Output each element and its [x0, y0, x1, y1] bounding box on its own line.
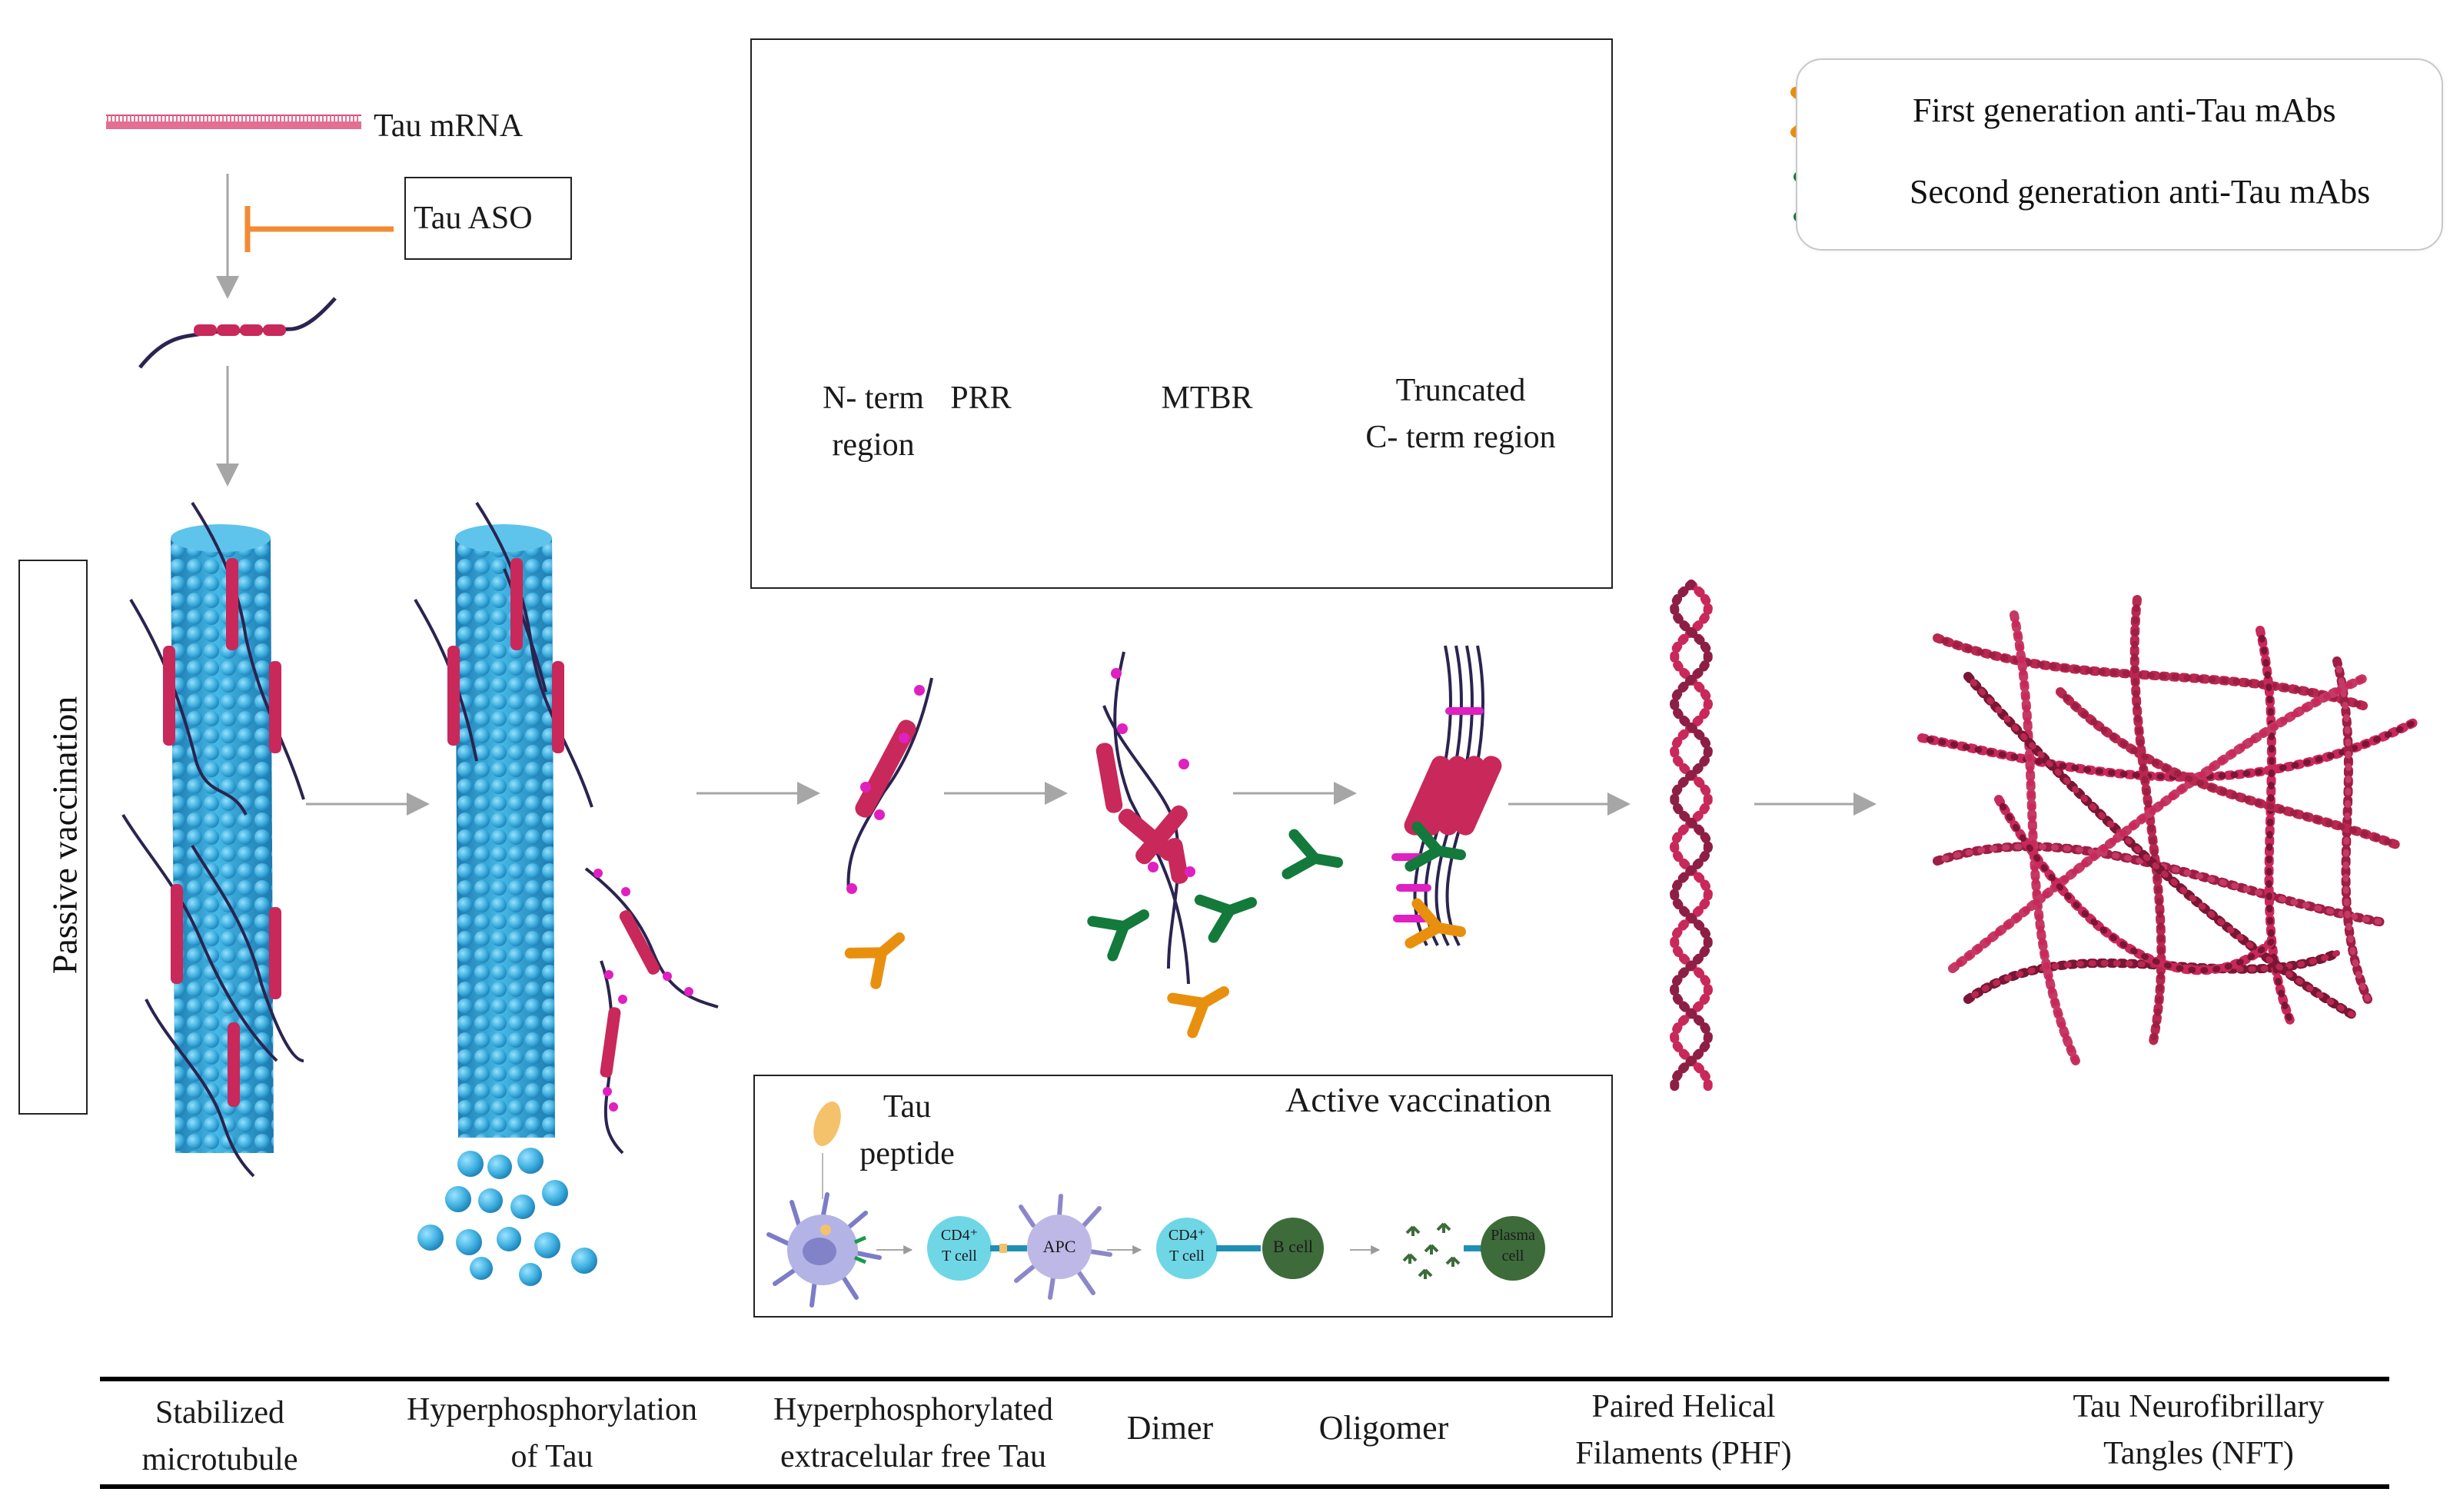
nft-strand: [2011, 612, 2079, 1064]
passive-vaccination-label: Passive vaccination: [45, 696, 85, 975]
passive-vaccination-box: [18, 560, 88, 1115]
cd4-tcell-label-a: CD4⁺ T cell: [929, 1225, 990, 1267]
tau-mrna-icon: [106, 115, 361, 129]
aso-inhibition-icon: [244, 206, 394, 252]
cd4-a-line2: T cell: [942, 1248, 977, 1264]
plasma-cell-label: Plasma cell: [1482, 1225, 1544, 1267]
stage-2-line1: Hyperphosphorylated: [773, 1392, 1053, 1427]
legend-first-gen-label: First generation anti-Tau mAbs: [1913, 91, 2336, 129]
domain-truncated-line2: C- term region: [1365, 419, 1556, 455]
nft-strand: [1996, 796, 2279, 974]
plasma-line1: Plasma: [1491, 1227, 1535, 1244]
active-vaccination-box: [753, 1075, 1613, 1318]
nft-strand: [1965, 673, 2355, 1018]
tau-peptide-line2: peptide: [859, 1135, 955, 1171]
tau-protein-icon: [138, 297, 337, 369]
tau-oligomer: [1287, 645, 1502, 952]
cd4-tcell-label-b: CD4⁺ T cell: [1156, 1225, 1218, 1267]
nft-strand: [1965, 950, 2340, 1002]
domain-prr-label: PRR: [950, 380, 1012, 416]
domain-n-term-label: N- term region: [796, 375, 950, 469]
stage-0-line2: microtubule: [141, 1441, 298, 1477]
stage-label-hyperphosphorylation: Hyperphosphorylation of Tau: [383, 1387, 721, 1480]
cd4-b-line1: CD4⁺: [1168, 1227, 1206, 1244]
apc-label: APC: [1042, 1237, 1076, 1256]
nft-strand: [2332, 656, 2372, 1004]
tau-domain-box: [750, 38, 1613, 589]
stage-2-line2: extracelular free Tau: [780, 1438, 1047, 1474]
paired-helical-filament: [1669, 580, 1714, 1096]
plasma-line2: cell: [1501, 1248, 1524, 1264]
stabilized-microtubule: [121, 501, 305, 1178]
domain-mtbr-label: MTBR: [1161, 380, 1253, 416]
free-tau-monomer: [846, 677, 933, 984]
tau-peptide-line1: Tau: [883, 1089, 932, 1125]
domain-n-term-line1: N- term: [823, 380, 924, 416]
stage-1-line1: Hyperphosphorylation: [407, 1392, 697, 1427]
domain-n-term-line2: region: [832, 427, 915, 463]
neurofibrillary-tangle: [1917, 595, 2418, 1065]
stage-label-phf: Paired Helical Filaments (PHF): [1530, 1384, 1837, 1477]
legend-second-gen-label: Second generation anti-Tau mAbs: [1910, 173, 2371, 211]
tau-peptide-label: Tau peptide: [846, 1084, 969, 1178]
nft-strand: [2129, 595, 2166, 1050]
cd4-b-line2: T cell: [1169, 1248, 1205, 1264]
stage-6-line1: Tau Neurofibrillary: [2073, 1389, 2325, 1424]
nft-strand: [1919, 719, 2417, 780]
tau-dimer: [1092, 651, 1258, 1033]
bcell-label: B cell: [1273, 1237, 1313, 1256]
stage-label-stabilized-microtubule: Stabilized microtubule: [112, 1390, 327, 1484]
tau-mrna-label: Tau mRNA: [374, 108, 524, 144]
destabilized-microtubule: [414, 501, 719, 1286]
tau-peptide-icon: [813, 1102, 841, 1146]
domain-truncated-line1: Truncated: [1395, 373, 1526, 408]
nft-strand: [1950, 673, 2371, 972]
nft-strand: [2057, 689, 2402, 849]
domain-truncated-label: Truncated C- term region: [1338, 367, 1584, 461]
tau-aso-box: [404, 177, 572, 260]
stage-5-line2: Filaments (PHF): [1575, 1435, 1792, 1471]
nft-strand: [2257, 627, 2294, 1025]
active-vaccination-cascade: [766, 1102, 1545, 1308]
stage-0-line1: Stabilized: [155, 1395, 284, 1431]
stage-6-line2: Tangles (NFT): [2103, 1435, 2294, 1471]
tau-aso-label: Tau ASO: [414, 201, 533, 236]
stage-label-nft: Tau Neurofibrillary Tangles (NFT): [2030, 1384, 2368, 1477]
nft-strand: [1934, 635, 2371, 710]
cd4-a-line1: CD4⁺: [940, 1227, 979, 1244]
stage-1-line2: of Tau: [510, 1438, 593, 1474]
stage-label-free-tau: Hyperphosphorylated extracelular free Ta…: [744, 1387, 1082, 1480]
legend: First generation anti-Tau mAbs Second ge…: [1796, 58, 2443, 251]
stage-5-line1: Paired Helical: [1591, 1389, 1776, 1424]
stage-label-oligomer: Oligomer: [1318, 1409, 1449, 1447]
active-vaccination-title: Active vaccination: [1285, 1080, 1552, 1119]
stage-label-dimer: Dimer: [1126, 1409, 1214, 1447]
